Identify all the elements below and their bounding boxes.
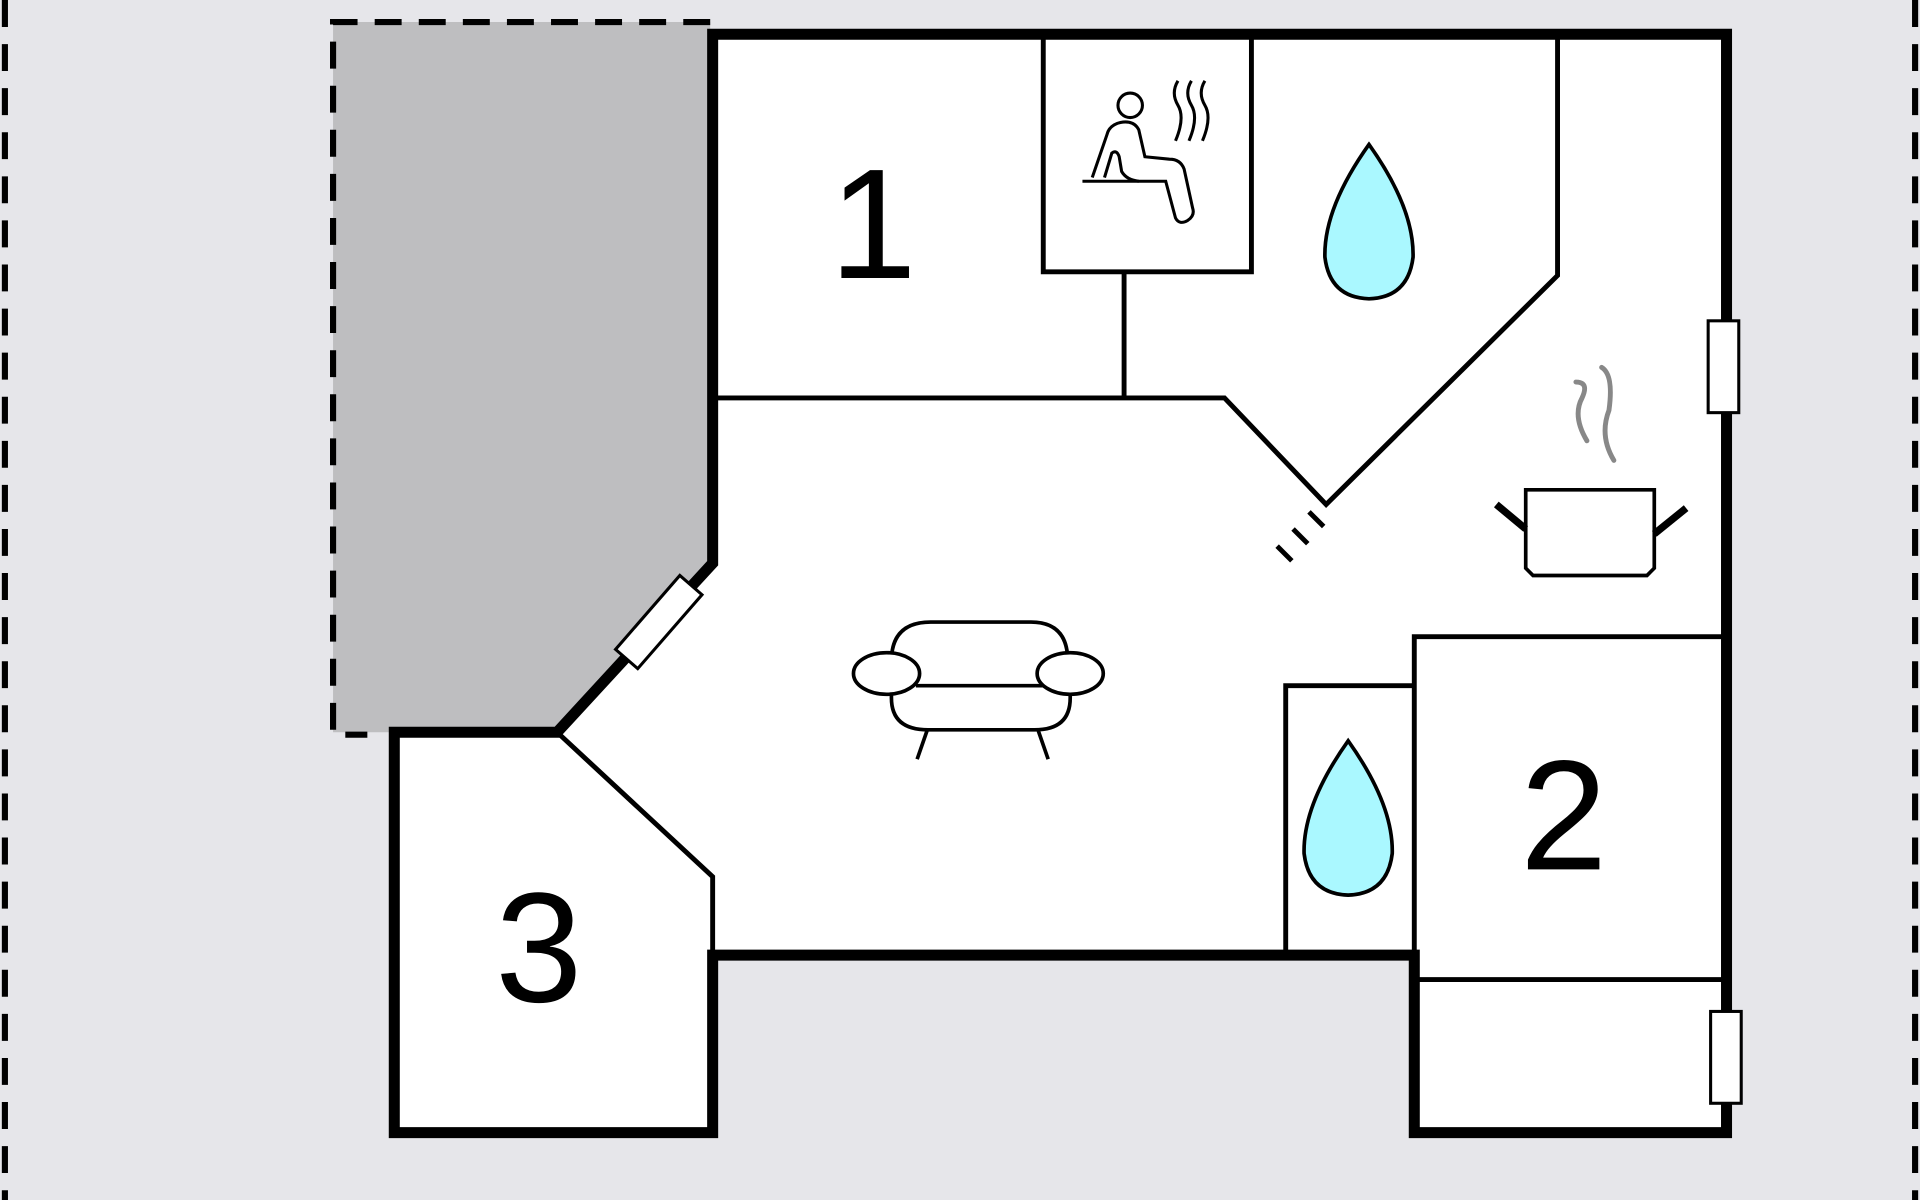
sofa-icon <box>851 620 1106 760</box>
sauna-icon <box>1082 80 1210 224</box>
window <box>1706 319 1741 415</box>
interior-floor <box>394 34 1727 1133</box>
water-drop-icon <box>1323 141 1415 301</box>
room-3-label: 3 <box>495 861 582 1036</box>
water-drop-icon <box>1302 737 1395 897</box>
terrace <box>330 18 711 738</box>
room-1-label: 1 <box>829 137 916 312</box>
window <box>613 573 705 671</box>
cooking-pot-icon <box>1493 364 1689 578</box>
outer-walls <box>388 28 1733 1139</box>
inner-walls <box>555 34 1727 983</box>
window <box>1709 1009 1743 1105</box>
windows <box>613 319 1743 1105</box>
room-2-label: 2 <box>1520 728 1607 903</box>
stair-marks <box>1275 510 1326 563</box>
